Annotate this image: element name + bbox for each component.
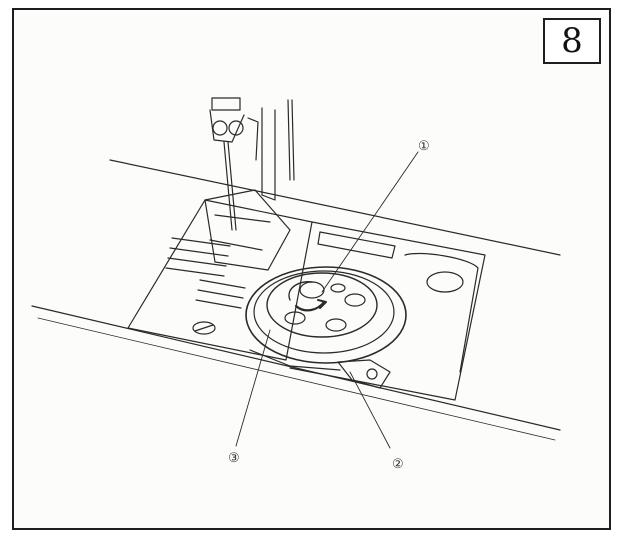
presser-foot-line: [214, 214, 271, 223]
hook-latch: [337, 359, 391, 389]
bobbin-hole: [344, 293, 366, 307]
bed-front-edge-lower: [37, 317, 556, 441]
presser-foot-shank: [247, 117, 259, 161]
presser-foot-assembly: [204, 97, 295, 271]
slide-plate-slot: [317, 231, 396, 259]
hook-inner-ring: [253, 270, 395, 354]
rotation-arrow: [294, 300, 326, 312]
needle-plate: [127, 199, 313, 361]
leader-line-3: [235, 329, 271, 447]
bobbin-hole: [325, 318, 347, 332]
callout-2: ②: [392, 457, 404, 472]
leader-lines: [235, 151, 419, 449]
leader-line-1: [321, 151, 419, 293]
slide-plate-right-contour: [404, 252, 479, 373]
feed-dog-line: [199, 279, 246, 289]
figure-number-box: 8: [543, 18, 601, 64]
leader-line-2: [349, 371, 391, 449]
figure-frame: 8: [12, 8, 611, 530]
bobbin-center: [299, 281, 325, 299]
needle-plate-screw: [192, 321, 216, 335]
bed-front-edge: [31, 305, 561, 431]
feed-dog-line: [165, 267, 225, 277]
hook-base-line: [249, 349, 341, 371]
screw-slot: [194, 324, 214, 332]
hook-outer-ring: [245, 266, 407, 364]
figure-number: 8: [561, 21, 583, 61]
slide-plate-hole: [426, 271, 464, 293]
needle: [223, 141, 233, 231]
needle-clamp-screw: [212, 120, 228, 136]
feed-dog-line: [167, 257, 227, 267]
callout-3: ③: [228, 451, 240, 466]
rotation-arrow: [288, 281, 313, 301]
slide-plate-outline: [289, 221, 486, 401]
presser-bar: [261, 107, 276, 201]
feed-dog-line: [171, 237, 231, 247]
feed-dog-line: [197, 289, 244, 299]
callout-1: ①: [418, 139, 430, 154]
rotation-arrowhead: [317, 299, 327, 309]
needle: [227, 141, 237, 231]
hook-latch-screw: [366, 368, 378, 380]
thread-guide-rod: [287, 99, 295, 181]
bobbin-hole: [284, 311, 306, 325]
needle-clamp-screw: [228, 120, 244, 136]
presser-foot-line: [209, 239, 263, 251]
bobbin-hole: [330, 283, 346, 293]
feed-dog-line: [195, 299, 242, 309]
needle-clamp-body: [209, 109, 245, 143]
feed-dog-line: [169, 247, 229, 257]
needle-clamp: [211, 97, 241, 111]
machine-bed: [31, 159, 561, 441]
bobbin-case: [266, 272, 378, 338]
presser-foot: [204, 189, 291, 271]
bed-top-edge: [109, 159, 561, 256]
bobbin-hook-assembly: [245, 266, 407, 389]
slide-plate-opening: [289, 221, 486, 401]
